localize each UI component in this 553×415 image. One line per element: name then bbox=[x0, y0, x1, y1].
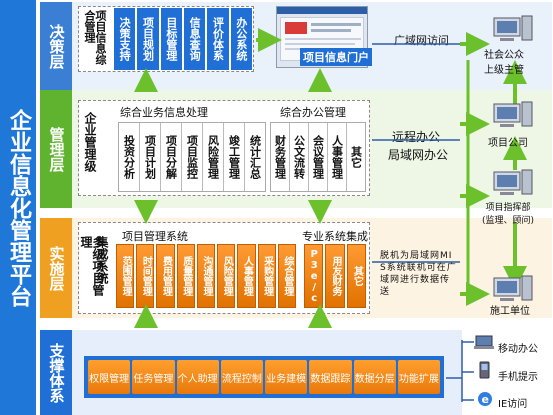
management-label: 企业管理级 bbox=[83, 112, 97, 172]
title-bar bbox=[0, 0, 36, 415]
svg-text:e: e bbox=[482, 393, 489, 406]
client-mobile-label[interactable]: 移动办公 bbox=[498, 344, 538, 355]
office-group-title: 综合办公管理 bbox=[280, 106, 346, 119]
office-tiles: 财务管理 公文流转 会议管理 人事管理 其它 bbox=[270, 122, 366, 192]
node-construction-label: 施工单位 bbox=[490, 306, 530, 317]
biz-tile[interactable]: 投资分析 bbox=[119, 123, 139, 191]
implementation-label: 多级项目管理 bbox=[79, 236, 105, 296]
support-tile[interactable]: 权限管理 bbox=[88, 360, 131, 394]
node-command-label: 项目指挥部 (监理、顾问) bbox=[482, 203, 535, 226]
support-tile[interactable]: 个人助理 bbox=[176, 360, 219, 394]
biz-tile[interactable]: 统计汇总 bbox=[244, 123, 265, 191]
pm-tile[interactable]: 综合管理 bbox=[277, 244, 296, 308]
biz-tile[interactable]: 竣工管理 bbox=[223, 123, 244, 191]
pm-tile[interactable]: 沟通管理 bbox=[196, 244, 216, 308]
support-tile[interactable]: 功能扩展 bbox=[397, 360, 440, 394]
decision-tile[interactable]: 信息查询 bbox=[183, 8, 206, 70]
client-ie-label[interactable]: IE访问 bbox=[498, 399, 528, 410]
laptop-icon bbox=[474, 335, 494, 349]
node-arrows bbox=[460, 32, 527, 306]
computer-icon-public bbox=[493, 15, 533, 41]
pro-group-title: 专业系统集成 bbox=[302, 230, 368, 243]
portal-banner-icon bbox=[285, 22, 307, 34]
biz-tile[interactable]: 风险管理 bbox=[202, 123, 223, 191]
decision-tiles: 决策支持 项目规划 目标管理 信息查询 评价体系 办公系统 bbox=[114, 8, 252, 70]
pm-tile[interactable]: 范围管理 bbox=[116, 244, 135, 308]
client-bracket bbox=[446, 340, 474, 402]
support-tiles: 权限管理 任务管理 个人助理 流程控制 业务建模 数据跟踪 数据分层 功能扩展 bbox=[84, 356, 444, 398]
pro-tile[interactable]: 用友财务 bbox=[325, 244, 345, 308]
biz-tiles: 投资分析 项目计划 项目分解 项目监控 风险管理 竣工管理 统计汇总 bbox=[118, 122, 266, 192]
portal-label[interactable]: 项目信息门户 bbox=[300, 48, 372, 66]
layer-label-implementation: 实施层 bbox=[40, 218, 72, 318]
lan-office-label: 局域网办公 bbox=[388, 148, 449, 162]
pm-tile[interactable]: 采购管理 bbox=[257, 244, 276, 308]
support-tile[interactable]: 数据分层 bbox=[353, 360, 396, 394]
pro-tile[interactable]: 其它 bbox=[346, 244, 366, 308]
support-tile[interactable]: 业务建模 bbox=[265, 360, 308, 394]
main-title: 企业信息化管理平台 bbox=[6, 108, 31, 307]
sync-note: 脱机为局域网MIS系统联机可在广域网进行数据传送 bbox=[380, 251, 457, 297]
biz-group-title: 综合业务信息处理 bbox=[120, 106, 208, 119]
support-tile[interactable]: 流程控制 bbox=[220, 360, 263, 394]
layer-label-support: 支撑体系 bbox=[40, 330, 72, 415]
pm-group-title: 项目管理系统 bbox=[122, 230, 188, 243]
implementation-label-2: 集成系统 bbox=[95, 236, 109, 284]
portal-titlebar bbox=[277, 7, 367, 14]
biz-tile[interactable]: 项目监控 bbox=[181, 123, 202, 191]
decision-tile[interactable]: 项目规划 bbox=[137, 8, 159, 70]
client-phone-label[interactable]: 手机提示 bbox=[498, 372, 538, 383]
pro-tiles: P3e/c 用友财务 其它 bbox=[304, 244, 366, 308]
office-tile[interactable]: 公文流转 bbox=[289, 123, 308, 191]
decision-label: 项目信息综合管理 bbox=[83, 10, 107, 65]
computer-icon-company bbox=[493, 101, 533, 127]
biz-tile[interactable]: 项目计划 bbox=[139, 123, 160, 191]
computer-icon-construction bbox=[493, 275, 533, 301]
pm-tiles: 范围管理 时间管理 费用管理 质量管理 沟通管理 风险管理 人事管理 采购管理 … bbox=[116, 244, 296, 308]
pm-tile[interactable]: 风险管理 bbox=[217, 244, 236, 308]
node-company-label: 项目公司 bbox=[488, 138, 528, 149]
office-tile[interactable]: 人事管理 bbox=[327, 123, 346, 191]
layer-link-arrows bbox=[134, 68, 332, 328]
pm-tile[interactable]: 人事管理 bbox=[237, 244, 256, 308]
office-tile[interactable]: 会议管理 bbox=[308, 123, 327, 191]
layer-label-management: 管理层 bbox=[40, 90, 72, 208]
biz-tile[interactable]: 项目分解 bbox=[160, 123, 181, 191]
computer-icon-command bbox=[493, 169, 533, 195]
layer-label-decision: 决策层 bbox=[40, 2, 72, 90]
office-tile[interactable]: 其它 bbox=[346, 123, 365, 191]
office-tile[interactable]: 财务管理 bbox=[271, 123, 289, 191]
ie-icon: e bbox=[478, 392, 492, 406]
pm-tile[interactable]: 费用管理 bbox=[156, 244, 175, 308]
support-tile[interactable]: 数据跟踪 bbox=[309, 360, 352, 394]
decision-tile[interactable]: 办公系统 bbox=[230, 8, 252, 70]
pm-tile[interactable]: 质量管理 bbox=[176, 244, 195, 308]
decision-tile[interactable]: 评价体系 bbox=[207, 8, 229, 70]
decision-tile[interactable]: 目标管理 bbox=[160, 8, 182, 70]
decision-tile[interactable]: 决策支持 bbox=[114, 8, 136, 70]
node-public-label: 社会公众 上级主管 bbox=[484, 50, 524, 76]
support-tile[interactable]: 任务管理 bbox=[132, 360, 175, 394]
phone-icon bbox=[479, 361, 490, 379]
